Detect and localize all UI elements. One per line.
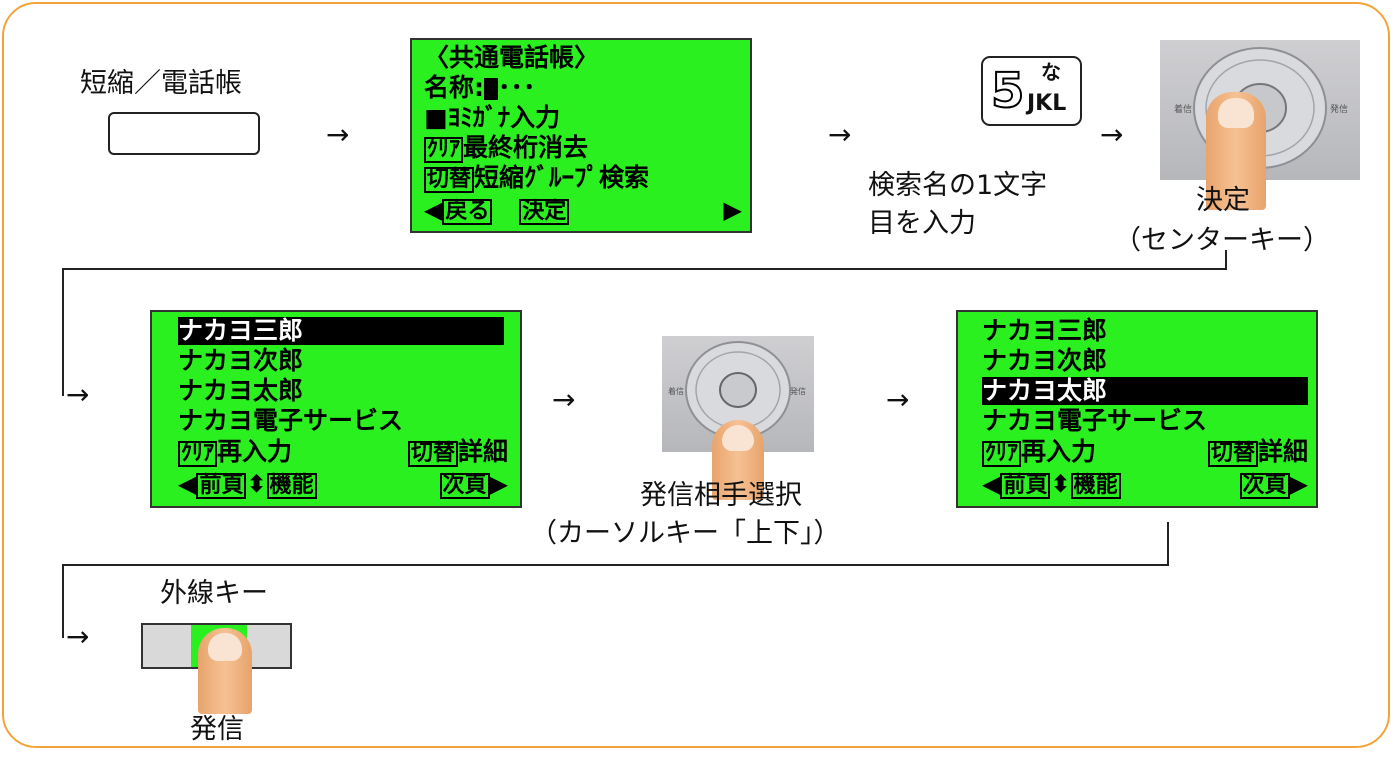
step1-label: 短縮／電話帳 [80, 68, 242, 99]
lcd2-left-arrow: ◀ [178, 470, 197, 498]
lcd3-clear-box: ｸﾘｱ [982, 441, 1022, 467]
lcd1-clear-row: ｸﾘｱ最終桁消去 [424, 134, 588, 163]
connector-line [1167, 522, 1169, 566]
list-item: ナカヨ次郎 [982, 346, 1108, 375]
flow-arrow-6: → [886, 383, 910, 416]
svg-text:発信: 発信 [790, 386, 806, 396]
lcd-list-screen-2: ナカヨ三郎 ナカヨ次郎 ナカヨ太郎 ナカヨ電子サービス ｸﾘｱ再入力 切替詳細 … [956, 310, 1318, 508]
lcd1-switch-row: 切替短縮ｸﾞﾙｰﾌﾟ検索 [424, 164, 649, 193]
navigation-ring-icon: 着信 発信 [668, 341, 806, 439]
diagram-frame [2, 2, 1390, 748]
cursor-caption-1: 発信相手選択 [640, 480, 802, 511]
lcd3-prev-box: 前頁 [1000, 473, 1051, 499]
lcd3-softkeys: ◀前頁⬍機能 次頁▶ [982, 470, 1308, 499]
flow-arrow-1: → [326, 118, 350, 151]
flow-arrow-2: → [828, 118, 852, 151]
connector-line [62, 268, 1227, 270]
finger-icon [198, 628, 252, 714]
key5-letters: JKL [1027, 91, 1067, 116]
lcd1-ok-box: 決定 [519, 199, 570, 225]
lcd1-cursor [484, 78, 498, 100]
lcd1-left-arrow: ◀ [424, 196, 443, 224]
lcd1-switch-text: 短縮ｸﾞﾙｰﾌﾟ検索 [474, 163, 650, 192]
list-item: ナカヨ次郎 [178, 346, 304, 375]
svg-text:発信: 発信 [1330, 103, 1348, 115]
lcd2-updown-arrow: ⬍ [246, 470, 267, 498]
lcd1-name-row: 名称: ･･･ [424, 74, 536, 102]
lcd-list-screen-1: ナカヨ三郎 ナカヨ次郎 ナカヨ太郎 ナカヨ電子サービス ｸﾘｱ再入力 切替詳細 … [150, 310, 522, 508]
connector-line [62, 268, 64, 396]
lcd3-clear-text: 再入力 [1021, 437, 1097, 466]
key5-caption-1: 検索名の1文字 [868, 170, 1048, 201]
lcd-search-screen: 〈共通電話帳〉 名称: ･･･ ■ﾖﾐｶﾞﾅ入力 ｸﾘｱ最終桁消去 切替短縮ｸﾞﾙ… [410, 38, 752, 233]
flow-arrow-7: → [66, 620, 90, 653]
lcd2-clear-text: 再入力 [217, 437, 293, 466]
lcd2-clear-row: ｸﾘｱ再入力 切替詳細 [178, 438, 508, 467]
flow-arrow-3: → [1100, 118, 1124, 151]
lcd1-clear-box: ｸﾘｱ [424, 137, 464, 163]
lcd1-name-dots: ･･･ [498, 73, 536, 102]
lcd3-right-arrow: ▶ [1289, 470, 1308, 498]
lcd3-func-box: 機能 [1070, 473, 1121, 499]
key-5-button[interactable]: 5 な JKL [981, 56, 1082, 126]
lcd3-left-arrow: ◀ [982, 470, 1001, 498]
list-item: ナカヨ三郎 [982, 316, 1108, 345]
lcd3-next-box: 次頁 [1239, 473, 1290, 499]
lcd3-switch-text: 詳細 [1257, 437, 1308, 466]
key5-digit: 5 [990, 62, 1025, 120]
lcd1-name-label: 名称: [424, 73, 484, 102]
list-item: ナカヨ電子サービス [178, 406, 404, 435]
connector-line [1225, 250, 1227, 270]
lcd2-prev-box: 前頁 [196, 473, 247, 499]
center-key-caption-2: （センターキー） [1114, 225, 1330, 256]
flow-arrow-4: → [66, 378, 90, 411]
lcd1-switch-box: 切替 [424, 167, 475, 193]
lcd3-switch-box: 切替 [1207, 441, 1258, 467]
lcd2-clear-box: ｸﾘｱ [178, 441, 218, 467]
lcd1-softkeys: ◀戻る 決定 ▶ [424, 196, 742, 225]
finger-icon [1206, 92, 1266, 210]
finger-icon [712, 420, 764, 500]
lcd3-updown-arrow: ⬍ [1050, 470, 1071, 498]
list-item-selected: ナカヨ三郎 [178, 317, 504, 345]
lcd2-softkeys: ◀前頁⬍機能 次頁▶ [178, 470, 508, 499]
list-item-selected: ナカヨ太郎 [982, 377, 1308, 405]
lcd2-func-box: 機能 [266, 473, 317, 499]
lcd3-clear-row: ｸﾘｱ再入力 切替詳細 [982, 438, 1308, 467]
lcd2-right-arrow: ▶ [489, 470, 508, 498]
list-item: ナカヨ太郎 [178, 376, 304, 405]
lcd1-back-box: 戻る [442, 199, 493, 225]
key5-kana: な [1041, 60, 1061, 84]
key5-caption-2: 目を入力 [868, 208, 976, 239]
lcd2-next-box: 次頁 [439, 473, 490, 499]
lcd1-title: 〈共通電話帳〉 [424, 43, 600, 72]
flow-arrow-5: → [552, 383, 576, 416]
connector-line [62, 564, 64, 638]
connector-line [62, 564, 1169, 566]
svg-text:着信: 着信 [668, 386, 684, 396]
phonebook-button[interactable] [108, 112, 260, 155]
svg-text:着信: 着信 [1174, 103, 1192, 115]
outside-key-label: 外線キー [160, 578, 268, 609]
send-label: 発信 [190, 714, 244, 745]
center-key-caption-1: 決定 [1196, 185, 1250, 216]
lcd2-switch-text: 詳細 [457, 437, 508, 466]
lcd2-switch-box: 切替 [407, 441, 458, 467]
lcd1-right-arrow: ▶ [723, 196, 742, 224]
lcd1-clear-text: 最終桁消去 [463, 133, 589, 162]
list-item: ナカヨ電子サービス [982, 406, 1208, 435]
lcd1-yomigana: ■ﾖﾐｶﾞﾅ入力 [424, 103, 561, 132]
cursor-caption-2: （カーソルキー「上下」） [530, 518, 841, 549]
